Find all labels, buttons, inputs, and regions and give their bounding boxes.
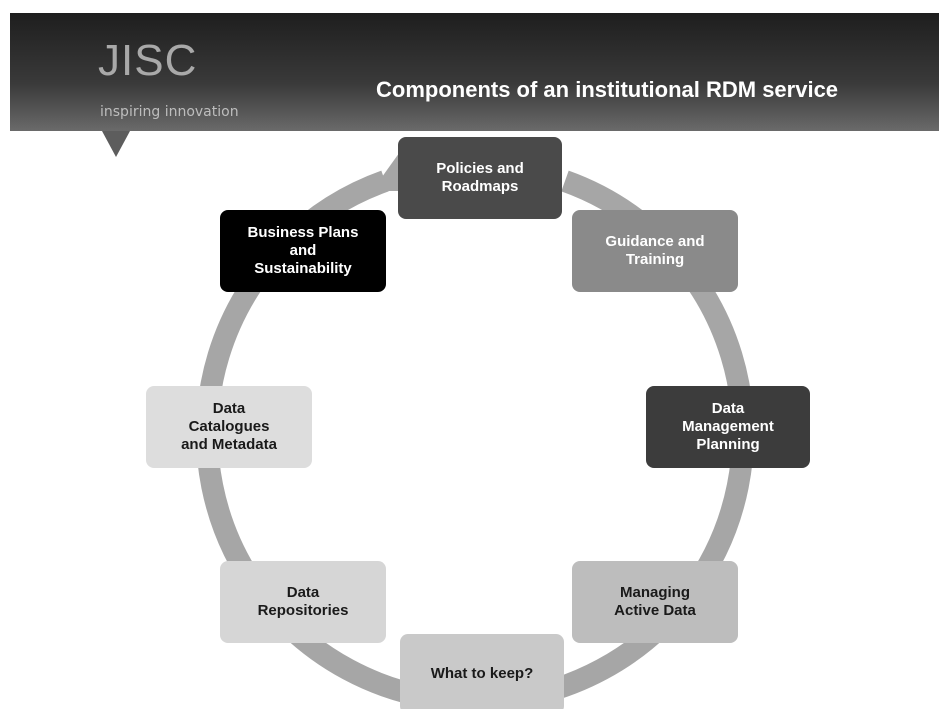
header-banner: JISC inspiring innovation Components of … [10, 13, 939, 131]
node-data-repositories: Data Repositories [220, 561, 386, 643]
node-label: Managing Active Data [614, 584, 696, 619]
logo-pointer-triangle [102, 131, 130, 157]
node-policies-roadmaps: Policies and Roadmaps [398, 137, 562, 219]
node-guidance-training: Guidance and Training [572, 210, 738, 292]
node-label: Data Repositories [257, 584, 349, 619]
node-what-to-keep: What to keep? [400, 634, 564, 709]
cycle-arrow [196, 149, 754, 709]
node-label: Policies and Roadmaps [436, 160, 524, 195]
node-business-plans-sustainability: Business Plans and Sustainability [220, 210, 386, 292]
node-data-management-planning: Data Management Planning [646, 386, 810, 468]
slide: JISC inspiring innovation Components of … [10, 13, 939, 709]
logo-tagline: inspiring innovation [100, 104, 239, 120]
node-label: Guidance and Training [605, 233, 705, 268]
node-label: Data Management Planning [682, 400, 774, 453]
node-label: What to keep? [430, 665, 534, 682]
node-label: Business Plans and Sustainability [247, 224, 359, 277]
jisc-logo: JISC [98, 36, 198, 85]
slide-title: Components of an institutional RDM servi… [376, 77, 839, 102]
node-managing-active-data: Managing Active Data [572, 561, 738, 643]
node-label: Data Catalogues and Metadata [181, 400, 277, 453]
node-data-catalogues-metadata: Data Catalogues and Metadata [146, 386, 312, 468]
